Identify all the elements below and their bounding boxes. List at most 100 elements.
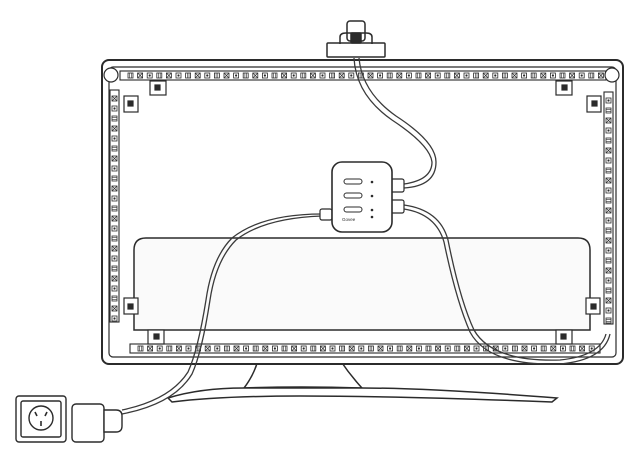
led-chip-mark — [113, 287, 116, 290]
led-chip — [271, 72, 278, 79]
led-chip-mark — [605, 237, 612, 244]
led-chip-mark — [338, 72, 345, 79]
led-chip-mark — [605, 267, 612, 274]
led-chip — [530, 72, 537, 79]
led-chip — [415, 72, 422, 79]
led-chip — [111, 175, 118, 182]
led-chip-mark — [245, 347, 248, 350]
socket-face — [28, 405, 54, 431]
tv-inner-frame — [108, 66, 617, 358]
led-strip-cable — [403, 204, 607, 361]
led-chip-mark — [521, 345, 528, 352]
led-chip-mark — [511, 72, 518, 79]
led-chip-mark — [417, 347, 420, 350]
led-chip-mark — [331, 347, 334, 350]
led-chip-mark — [454, 72, 460, 79]
led-chip — [559, 72, 566, 79]
led-chip-mark — [446, 347, 449, 350]
led-chip-mark — [607, 279, 610, 282]
led-chip-mark — [425, 72, 431, 79]
led-chip-mark — [111, 95, 118, 102]
hub-button-1 — [343, 178, 363, 185]
led-chip — [512, 345, 518, 352]
led-chip-mark — [533, 347, 536, 350]
led-chip — [501, 72, 508, 79]
led-chip — [111, 265, 118, 272]
control-hub: Govee — [319, 161, 405, 233]
led-chip — [329, 72, 336, 79]
led-chip-mark — [389, 347, 392, 350]
led-chip-mark — [216, 347, 219, 350]
led-chip — [111, 205, 118, 212]
led-chip-mark — [561, 347, 565, 350]
led-chip-mark — [435, 345, 441, 352]
led-chip-mark — [607, 189, 610, 192]
led-chip-mark — [113, 137, 116, 140]
led-strip-bottom — [129, 343, 601, 354]
led-chip-mark — [147, 345, 153, 352]
led-chip-mark — [321, 74, 324, 77]
led-chip-mark — [235, 74, 238, 77]
led-chip-mark — [113, 197, 116, 200]
led-chip — [137, 345, 144, 352]
led-chip-mark — [377, 345, 384, 352]
led-chip — [339, 345, 346, 352]
led-chip-mark — [348, 345, 355, 352]
cables — [121, 57, 611, 415]
led-chip-mark — [540, 72, 547, 79]
led-chip-mark — [137, 72, 143, 79]
led-chip — [605, 107, 612, 114]
tv-stand — [166, 356, 559, 403]
led-chip-mark — [111, 275, 118, 282]
led-chip-mark — [111, 155, 118, 162]
led-chip-mark — [252, 72, 259, 79]
led-chip — [281, 345, 288, 352]
led-chip-mark — [111, 185, 118, 192]
led-chip-mark — [406, 345, 413, 352]
led-chip-mark — [550, 345, 557, 352]
led-chip-mark — [320, 345, 326, 352]
led-chip-mark — [113, 107, 116, 110]
led-chip-mark — [223, 72, 230, 79]
led-chip-mark — [475, 347, 478, 350]
led-chip-mark — [598, 72, 604, 79]
led-chip-mark — [605, 147, 612, 154]
led-chip-mark — [436, 74, 439, 77]
led-chip-mark — [177, 74, 180, 77]
led-chip-mark — [111, 125, 118, 132]
led-chip-mark — [605, 297, 612, 304]
led-chip-mark — [158, 347, 161, 350]
led-chip-mark — [607, 309, 610, 312]
led-chip-mark — [281, 72, 287, 79]
led-chip — [454, 345, 461, 352]
led-chip-mark — [607, 99, 610, 102]
led-chip-mark — [111, 245, 118, 252]
hub-button-3 — [343, 206, 363, 213]
led-chip — [185, 72, 192, 79]
led-chip-mark — [113, 257, 116, 260]
led-chip — [605, 197, 612, 204]
led-chip-mark — [607, 219, 610, 222]
led-chip-mark — [523, 74, 526, 77]
led-chip — [252, 345, 259, 352]
led-chip — [605, 317, 612, 324]
led-strip-left — [109, 89, 120, 323]
led-chip — [127, 72, 134, 79]
led-chip-mark — [407, 74, 410, 77]
led-chip-mark — [302, 347, 305, 350]
adapter-body — [71, 403, 105, 443]
led-chip-mark — [166, 72, 172, 79]
led-chip-mark — [607, 159, 610, 162]
led-chip-mark — [607, 249, 610, 252]
led-chip — [540, 345, 547, 352]
led-chip-mark — [350, 74, 353, 77]
led-chip-mark — [590, 347, 593, 350]
led-chip-mark — [579, 345, 585, 352]
led-chip — [386, 72, 393, 79]
led-chip-mark — [360, 347, 363, 350]
hub-brand-label: Govee — [342, 217, 356, 222]
led-chip-mark — [292, 74, 295, 77]
led-chip — [242, 72, 249, 79]
led-chip-mark — [464, 345, 470, 352]
led-chip — [111, 295, 118, 302]
